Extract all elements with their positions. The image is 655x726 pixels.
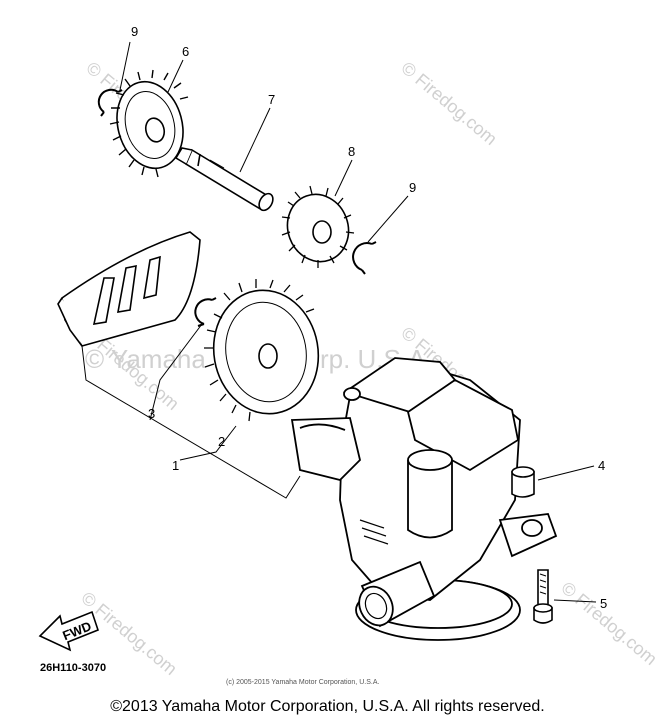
bolt-5 <box>533 569 553 624</box>
callout-6: 6 <box>182 44 189 59</box>
circlip-9-right <box>352 241 377 275</box>
leader-5 <box>553 599 597 603</box>
callout-9-right: 9 <box>409 180 416 195</box>
watermark-site-6: © Firedog.com <box>557 578 655 669</box>
small-copyright: (c) 2005-2015 Yamaha Motor Corporation, … <box>226 679 379 686</box>
pump-body <box>290 357 558 641</box>
callout-2: 2 <box>218 434 225 449</box>
leader-9-top <box>119 41 131 91</box>
leader-7 <box>239 107 271 173</box>
shaft-7 <box>174 147 274 212</box>
circlip-9-top <box>97 88 123 117</box>
bushing-4 <box>511 466 535 498</box>
leader-8 <box>334 159 353 197</box>
watermark-site-1: © Firedog.com <box>397 58 500 149</box>
diagram-code: 26H110-3070 <box>40 662 106 674</box>
callout-3: 3 <box>148 406 155 421</box>
cover-plate <box>57 231 201 347</box>
callout-1: 1 <box>172 458 179 473</box>
callout-9-top: 9 <box>131 24 138 39</box>
leader-frame <box>81 323 301 499</box>
callout-4: 4 <box>598 458 605 473</box>
gear-2 <box>204 279 320 422</box>
leader-6 <box>167 59 184 93</box>
leader-9-right <box>367 195 409 243</box>
gear-8 <box>281 185 355 268</box>
circlip-3 <box>194 297 217 327</box>
callout-7: 7 <box>268 92 275 107</box>
copyright-footer: ©2013 Yamaha Motor Corporation, U.S.A. A… <box>110 698 545 715</box>
fwd-arrow-icon <box>38 610 99 652</box>
callout-8: 8 <box>348 144 355 159</box>
leader-4 <box>537 465 595 481</box>
callout-5: 5 <box>600 596 607 611</box>
gear-6 <box>109 69 189 178</box>
